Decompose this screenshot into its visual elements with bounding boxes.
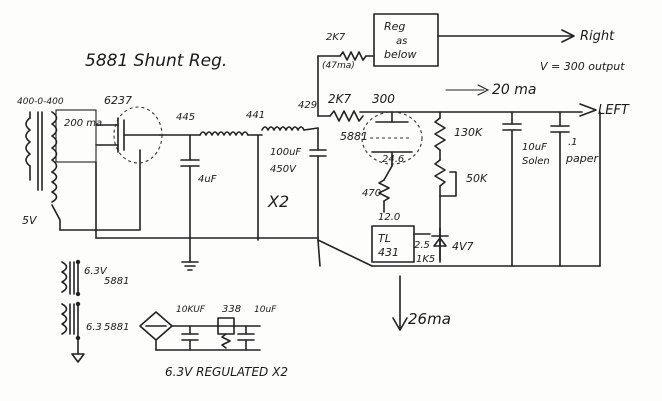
r470-label: 470 <box>362 188 381 199</box>
cap-100uf-value: 100uF <box>270 147 301 158</box>
heater-windings: 6.3V 5881 6.3 5881 <box>61 259 129 363</box>
return-rail-left <box>317 239 321 267</box>
transformer-rating: 200 ma <box>64 118 102 129</box>
heater1-tube: 5881 <box>104 276 129 287</box>
node-429-label: 429 <box>298 100 317 111</box>
cap-10uf-type: Solen <box>522 156 550 167</box>
total-current: 26ma <box>392 275 451 331</box>
voltage-24-6-label: 24.6 <box>382 154 404 165</box>
cap-100uf-count: X2 <box>267 192 289 211</box>
tl431-line1: TL <box>378 232 391 245</box>
right-current-label: (47ma) <box>322 61 355 71</box>
heater-regulator: 10KUF 338 10uF 6.3V REGULATED X2 <box>139 304 288 379</box>
ground-symbol <box>181 257 199 271</box>
r1k5-label: 1K5 <box>416 254 435 265</box>
tl431-reference: TL 431 2.5 1K5 4V7 <box>371 225 474 265</box>
output-cap-paper: .1 paper <box>550 111 599 267</box>
output-cap-10uf: 10uF Solen <box>502 111 550 267</box>
feedback-divider: 130K 50K 24.6 470 12.0 <box>362 111 488 261</box>
heater-resistor-label: 338 <box>222 304 241 315</box>
transformer-primary-label: 400-0-400 <box>17 97 64 107</box>
power-transformer: 400-0-400 200 ma 5V <box>17 97 191 259</box>
zener-4v7-label: 4V7 <box>452 240 474 253</box>
left-output-label: LEFT <box>598 103 630 118</box>
node-300-label: 300 <box>372 92 395 106</box>
cap-10uf-value: 10uF <box>522 142 547 153</box>
reg-box-line1: Reg <box>384 20 405 33</box>
right-output-label: Right <box>580 29 615 44</box>
capacitor-100uf: 100uF 450V X2 <box>257 127 327 241</box>
choke-1 <box>199 131 249 136</box>
node-441-label: 441 <box>246 110 265 121</box>
node-445-label: 445 <box>176 112 195 123</box>
reg-box-line3: below <box>384 48 417 61</box>
cap-4uf-label: 4uF <box>198 174 217 185</box>
r130k-label: 130K <box>454 126 483 139</box>
reg-as-below-box <box>373 13 439 67</box>
pot-50k-label: 50K <box>466 172 488 185</box>
rectifier-tube: 6237 <box>104 94 163 164</box>
heater-5v-label: 5V <box>22 214 38 227</box>
vref-2-5-label: 2.5 <box>414 240 430 251</box>
series-resistor-label: 2K7 <box>328 92 352 106</box>
shunt-tube-label: 5881 <box>340 130 368 143</box>
cap-paper-type: paper <box>565 152 599 165</box>
heater-cap2-label: 10uF <box>254 305 277 315</box>
series-resistor-2k7: 2K7 300 <box>317 92 395 122</box>
current-26ma-label: 26ma <box>408 310 451 328</box>
diagram-title: 5881 Shunt Reg. <box>85 51 227 71</box>
heater2-tube: 5881 <box>104 322 129 333</box>
current-20ma-label: 20 ma <box>492 82 536 98</box>
reg-box-line2: as <box>396 36 407 47</box>
secondary-winding-box <box>55 109 97 163</box>
right-branch: 2K7 (47ma) Reg as below Right <box>317 13 615 117</box>
right-resistor-label: 2K7 <box>326 32 346 43</box>
heater1-voltage: 6.3V <box>84 266 108 277</box>
tl431-box <box>371 225 415 263</box>
capacitor-4uf: 4uF <box>180 134 217 239</box>
cap-paper-value: .1 <box>568 137 578 148</box>
heater-cap1-label: 10KUF <box>176 305 206 315</box>
tl431-line2: 431 <box>378 246 399 259</box>
voltage-12-0-label: 12.0 <box>378 212 400 223</box>
heater2-voltage: 6.3 <box>86 322 102 333</box>
shunt-tube-5881: 5881 <box>340 111 423 167</box>
output-voltage-label: V = 300 output <box>540 60 625 73</box>
choke-2 <box>261 126 305 131</box>
cap-100uf-voltage: 450V <box>270 164 297 175</box>
heater-reg-caption: 6.3V REGULATED X2 <box>165 365 288 379</box>
rectifier-label: 6237 <box>104 94 132 107</box>
